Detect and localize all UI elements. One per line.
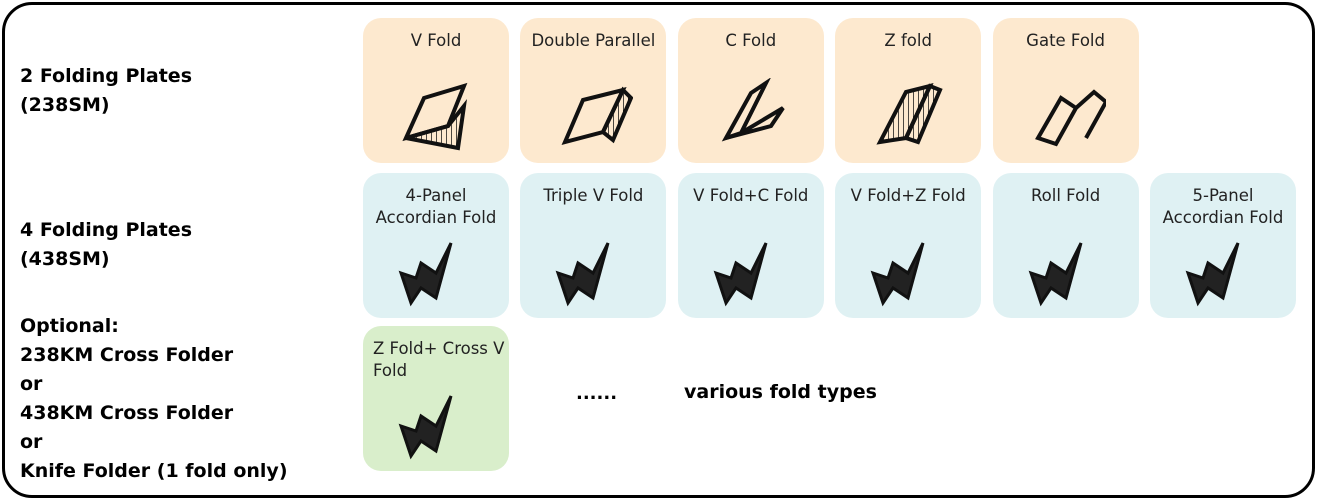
fold-card: 4-Panel Accordian Fold: [363, 173, 509, 318]
label-line: (238SM): [20, 94, 110, 116]
fold-card-label: 4-Panel Accordian Fold: [375, 186, 497, 227]
fold-card: V Fold+Z Fold: [835, 173, 982, 318]
fold-card-label: V Fold+C Fold: [693, 186, 809, 205]
fold-card: V Fold: [363, 18, 509, 163]
fold-diagram-icon: [561, 86, 634, 145]
fold-diagram-icon: [398, 395, 453, 460]
fold-card: C Fold: [677, 18, 824, 163]
label-line: Optional:: [20, 315, 119, 337]
label-line: 438KM Cross Folder: [20, 402, 234, 424]
fold-card-label: Roll Fold: [1030, 186, 1101, 205]
fold-card-label: Double Parallel: [531, 31, 656, 50]
label-line: 238KM Cross Folder: [20, 344, 234, 366]
fold-card: 5-Panel Accordian Fold: [1150, 173, 1296, 318]
fold-diagram-icon: [876, 83, 943, 145]
fold-diagram-icon: [402, 82, 468, 151]
fold-card: Z fold: [835, 18, 982, 163]
fold-diagram-icon: [1034, 89, 1106, 147]
fold-card: Double Parallel: [520, 18, 667, 163]
label-line: Knife Folder (1 fold only): [20, 460, 288, 482]
row-label-4-plates: 4 Folding Plates (438SM): [20, 216, 192, 274]
fold-card-label: V Fold: [410, 31, 462, 50]
row-label-2-plates: 2 Folding Plates (238SM): [20, 62, 192, 120]
fold-card-label: Z fold: [884, 31, 932, 50]
fold-card: Z Fold+ Cross V Fold: [363, 326, 509, 471]
fold-diagram-icon: [556, 242, 610, 307]
fold-card-label: Triple V Fold: [543, 186, 644, 205]
fold-diagram-icon: [1028, 242, 1083, 307]
fold-card-label: Z Fold+ Cross V Fold: [373, 339, 505, 380]
fold-diagram-icon: [398, 242, 453, 307]
fold-card: V Fold+C Fold: [677, 173, 824, 318]
fold-diagram-icon: [870, 242, 925, 307]
fold-card-label: V Fold+Z Fold: [850, 186, 966, 205]
fold-card: Triple V Fold: [520, 173, 667, 318]
fold-card: Gate Fold: [992, 18, 1139, 163]
fold-card: Roll Fold: [992, 173, 1139, 318]
label-line: (438SM): [20, 248, 110, 270]
fold-card-label: Gate Fold: [1026, 31, 1105, 50]
fold-diagram-icon: [1185, 242, 1240, 307]
row-label-optional: Optional: 238KM Cross Folder or 438KM Cr…: [20, 312, 288, 486]
fold-card-label: C Fold: [725, 31, 777, 50]
label-line: or: [20, 373, 43, 395]
label-line: or: [20, 431, 43, 453]
various-fold-types-text: various fold types: [684, 381, 877, 403]
label-line: 4 Folding Plates: [20, 219, 193, 241]
label-line: 2 Folding Plates: [20, 65, 193, 87]
fold-card-label: 5-Panel Accordian Fold: [1162, 186, 1284, 227]
fold-diagram-icon: [713, 242, 768, 307]
fold-diagram-icon: [721, 78, 785, 142]
ellipsis: ......: [576, 383, 618, 404]
